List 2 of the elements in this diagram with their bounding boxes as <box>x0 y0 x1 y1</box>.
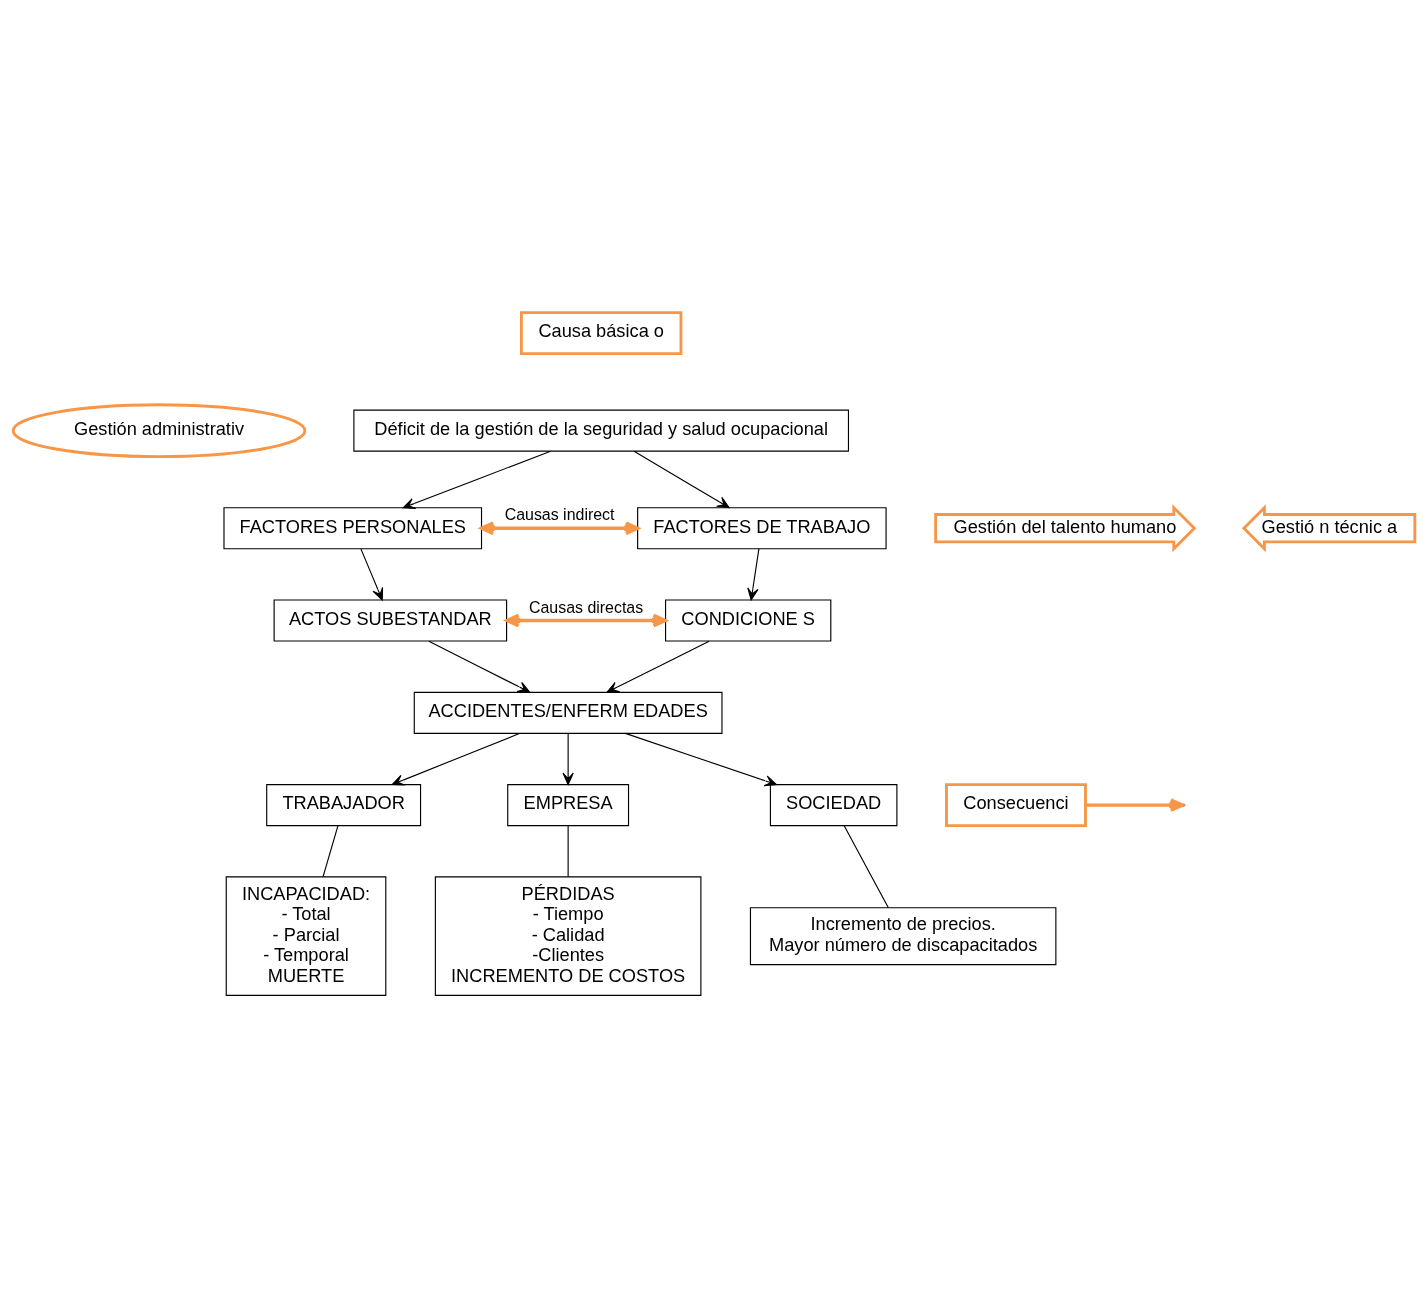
edge-label: Causas indirect <box>504 506 615 524</box>
edge-label: Causas directas <box>528 598 644 616</box>
